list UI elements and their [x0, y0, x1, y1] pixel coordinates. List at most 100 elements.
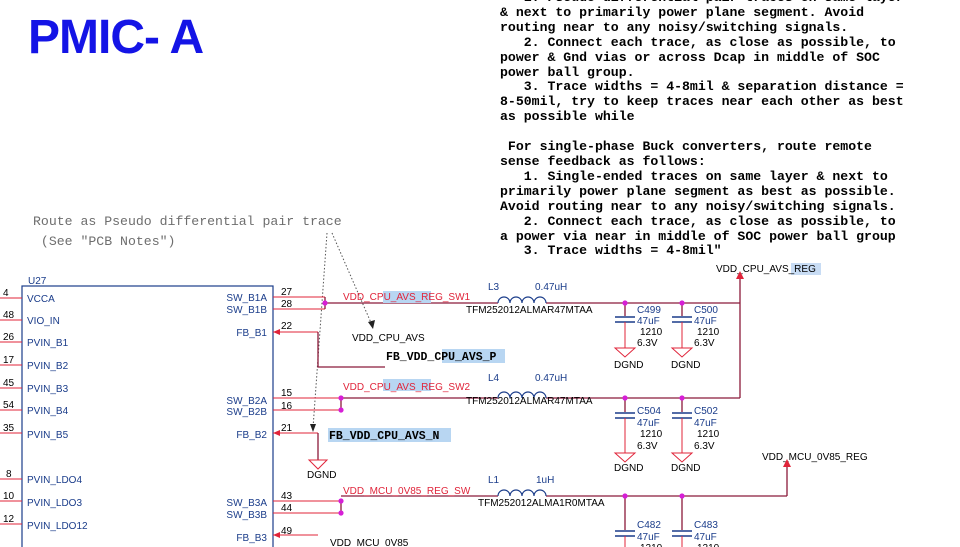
inductor-value: 1uH [536, 475, 554, 486]
ic-pin: 45 PVIN_B3 [0, 378, 69, 395]
capacitor-c500: C500 47uF 1210 6.3V DGND [670, 305, 720, 371]
fb-p-highlight [442, 349, 505, 363]
net-label-sw3: VDD_MCU_0V85_REG_SW [343, 486, 471, 497]
capacitor-c502: C502 47uF 1210 6.3V DGND [670, 406, 720, 474]
pin-number: 43 [281, 491, 293, 502]
capacitor-c483: C483 47uF 1210 [672, 520, 720, 547]
pin-name: SW_B3B [226, 510, 267, 521]
net-highlight [791, 263, 821, 275]
ic-pin: 17 PVIN_B2 [0, 355, 69, 372]
cap-size: 1210 [697, 327, 720, 338]
fb-p-prefix: FB_VDD_ [386, 351, 434, 364]
pin-name: SW_B2B [226, 407, 267, 418]
inductor-l4: L4 0.47uH TFM252012ALMAR47MTAA [466, 373, 593, 407]
pin-name: PVIN_LDO3 [27, 498, 82, 509]
inductor-l1: L1 1uH TFM252012ALMA1R0MTAA [478, 475, 605, 509]
net-label-fb-n: FB_VDD_CPU_AVS_N [329, 430, 440, 443]
pin-name: VCCA [27, 294, 55, 305]
ic-u27-body [21, 285, 274, 547]
net-label-fb-p: FB_VDD_CPU_AVS_P [386, 351, 497, 364]
pin-name: PVIN_B5 [27, 430, 69, 441]
pin-name: PVIN_B4 [27, 406, 69, 417]
pin-number: 27 [281, 287, 293, 298]
pin-number: 26 [3, 332, 15, 343]
pin-name: SW_B2A [226, 396, 267, 407]
cap-voltage: 6.3V [694, 338, 715, 349]
junctions [322, 300, 685, 516]
cap-voltage: 6.3V [694, 441, 715, 452]
capacitor-c504: C504 47uF 1210 6.3V DGND [613, 406, 663, 474]
pin-number: 49 [281, 526, 293, 537]
ic-pin: 10 PVIN_LDO3 [0, 491, 82, 509]
ground-label: DGND [671, 463, 700, 474]
pin-number: 4 [3, 288, 9, 299]
leader-arrow [368, 320, 375, 329]
cap-value: 47uF [637, 532, 660, 543]
pin-number: 16 [281, 401, 293, 412]
net-label-cpu-avs: VDD_CPU_AVS [352, 333, 425, 344]
cap-voltage: 6.3V [637, 338, 658, 349]
ic-pin: 48 VIO_IN [0, 310, 60, 327]
inductor-value: 0.47uH [535, 373, 567, 384]
cap-ref: C504 [637, 406, 661, 417]
fb-p-highlighted: CPU_AVS_ [434, 351, 489, 364]
pin-number: 12 [3, 514, 15, 525]
pin-number: 17 [3, 355, 15, 366]
pin-number: 54 [3, 400, 15, 411]
cap-size: 1210 [697, 543, 720, 547]
pin-name: PVIN_B2 [27, 361, 69, 372]
pin-number: 10 [3, 491, 15, 502]
annotation-leaders [312, 232, 373, 429]
ic-left-pins: 4 VCCA 48 VIO_IN 26 PVIN_B1 17 PVIN_B2 4… [0, 288, 88, 532]
cap-value: 47uF [694, 532, 717, 543]
inductor-part: TFM252012ALMA1R0MTAA [478, 498, 605, 509]
net-label-mcu-0v85: VDD_MCU_0V85 [330, 538, 409, 547]
cap-ref: C482 [637, 520, 661, 531]
pin-name: SW_B3A [226, 498, 267, 509]
ic-pin: 54 PVIN_B4 [0, 400, 69, 417]
ground-symbol [307, 459, 329, 470]
pin-name: PVIN_LDO4 [27, 475, 82, 486]
route-annotation: Route as Pseudo differential pair trace … [33, 214, 342, 249]
pcb-routing-notes: 1. Pseudo differential pair traces on sa… [500, 0, 904, 259]
net-highlight [383, 379, 431, 391]
ground-label: DGND [614, 463, 643, 474]
ground-label: DGND [614, 360, 643, 371]
wires [317, 274, 788, 530]
pin-name: SW_B1A [226, 293, 267, 304]
pin-number: 48 [3, 310, 15, 321]
capacitor-c482: C482 47uF 1210 [615, 520, 663, 547]
cap-ref: C483 [694, 520, 718, 531]
pin-name: PVIN_B1 [27, 338, 69, 349]
inductor-ref: L1 [488, 475, 500, 486]
pin-name: SW_B1B [226, 305, 267, 316]
inductor-part: TFM252012ALMAR47MTAA [466, 305, 593, 316]
cap-size: 1210 [640, 543, 663, 547]
cap-ref: C499 [637, 305, 661, 316]
pin-name: FB_B2 [236, 430, 267, 441]
fb-p-suffix: P [490, 351, 497, 364]
ground-label: DGND [307, 470, 336, 481]
inductor-ref: L4 [488, 373, 500, 384]
ic-pin: 35 PVIN_B5 [0, 423, 69, 441]
cap-size: 1210 [697, 429, 720, 440]
pin-number: 21 [281, 423, 293, 434]
leader-arrow [310, 424, 316, 432]
pin-arrow [273, 532, 280, 538]
power-arrow [783, 459, 791, 467]
ic-pin: 26 PVIN_B1 [0, 332, 69, 349]
inductor-ref: L3 [488, 282, 500, 293]
ic-ref: U27 [28, 276, 47, 287]
cap-value: 47uF [637, 418, 660, 429]
cap-size: 1210 [640, 327, 663, 338]
pin-name: FB_B3 [236, 533, 267, 544]
ic-pin: 4 VCCA [0, 288, 55, 305]
cap-ref: C502 [694, 406, 718, 417]
inductor-part: TFM252012ALMAR47MTAA [466, 396, 593, 407]
cap-value: 47uF [694, 418, 717, 429]
fb-n-prefix: FB_VDD_CPU_AVS_ [329, 430, 433, 443]
inductor-l3: L3 0.47uH TFM252012ALMAR47MTAA [466, 282, 593, 316]
pin-name: FB_B1 [236, 328, 267, 339]
pin-arrow [273, 329, 280, 335]
